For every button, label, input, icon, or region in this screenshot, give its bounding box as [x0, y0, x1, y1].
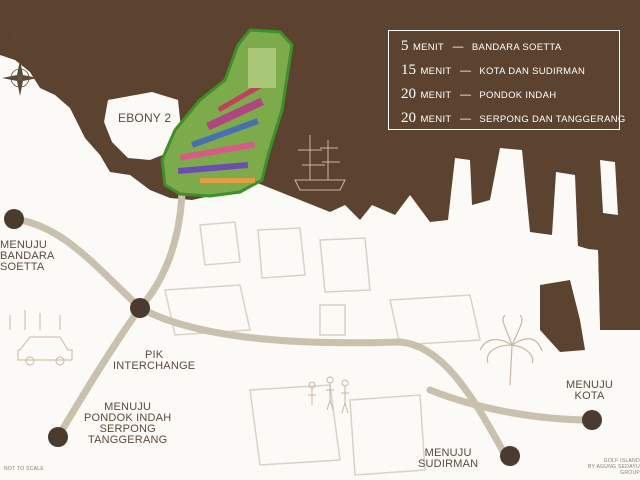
node-kota — [582, 410, 602, 430]
label-pik-line: PIK — [144, 349, 164, 361]
palm-tree-icon — [479, 314, 543, 386]
road-east — [136, 304, 509, 459]
legend-destination: BANDARA SOETTA — [471, 42, 562, 53]
label-pondok: MENUJU PONDOK INDAH SERPONG TANGGERANG — [84, 402, 171, 446]
legend-minutes: 20 — [401, 110, 416, 126]
label-top-left: K 2 — [0, 29, 18, 41]
route-nodes — [4, 209, 602, 466]
label-pik-line: INTERCHANGE — [113, 360, 196, 372]
credit-line: BY AGUNG SEDAYU GROUP — [587, 464, 640, 476]
label-pondok-line: TANGGERANG — [87, 434, 168, 446]
car-illustration-icon — [9, 310, 73, 366]
label-sudirman-line: SUDIRMAN — [418, 458, 479, 470]
label-ebony: EBONY 2 — [118, 111, 172, 125]
legend-unit: MENIT — [420, 114, 452, 125]
legend-destination: KOTA DAN SUDIRMAN — [479, 66, 586, 77]
legend-minutes: 5 — [401, 38, 409, 54]
node-sudirman — [500, 446, 520, 466]
city-blocks — [164, 221, 481, 476]
label-pondok-line: SERPONG — [99, 423, 156, 435]
legend-dash: — — [452, 41, 464, 53]
label-kota: MENUJU KOTA — [566, 380, 613, 402]
node-soetta — [4, 209, 24, 229]
legend-row: 5 MENIT — BANDARA SOETTA — [401, 37, 561, 55]
not-to-scale-note: NOT TO SCALE — [4, 466, 45, 472]
legend-row: 20 MENIT — PONDOK INDAH — [401, 85, 556, 103]
label-sudirman: MENUJU SUDIRMAN — [418, 448, 478, 470]
label-kota-line: MENUJU — [566, 379, 614, 391]
legend-row: 20 MENIT — SERPONG DAN TANGGERANG — [401, 109, 626, 127]
reservoir — [540, 280, 585, 352]
land-block — [600, 160, 618, 215]
road-island — [136, 188, 186, 312]
legend-unit: MENIT — [420, 66, 452, 77]
ebony-island — [104, 92, 182, 160]
legend-unit: MENIT — [412, 42, 445, 53]
label-soetta-line: SOETTA — [0, 261, 45, 273]
road-kota — [426, 386, 596, 424]
island-plots — [177, 48, 276, 183]
legend-destination: PONDOK INDAH — [479, 90, 557, 101]
road-soetta — [10, 215, 144, 312]
legend-dash: — — [459, 65, 471, 77]
ship-illustration-icon — [294, 135, 346, 191]
legend-minutes: 20 — [401, 86, 416, 102]
label-pondok-line: PONDOK INDAH — [84, 412, 172, 424]
node-pondok — [48, 427, 68, 447]
legend-row: 15 MENIT — KOTA DAN SUDIRMAN — [401, 61, 585, 79]
legend-destination: SERPONG DAN TANGGERANG — [479, 114, 626, 125]
node-pik-interchange — [130, 298, 150, 318]
travel-time-legend: 5 MENIT — BANDARA SOETTA 15 MENIT — KOTA… — [388, 30, 625, 130]
label-soetta-line: BANDARA — [0, 250, 55, 262]
credit-note: GOLF ISLAND BY AGUNG SEDAYU GROUP — [568, 458, 640, 476]
legend-minutes: 15 — [401, 62, 416, 78]
legend-unit: MENIT — [420, 90, 452, 101]
label-pondok-line: MENUJU — [104, 401, 152, 413]
legend-dash: — — [459, 89, 471, 101]
credit-line: GOLF ISLAND — [603, 458, 640, 464]
land-block — [505, 152, 525, 232]
legend-dash: — — [459, 113, 471, 125]
label-sudirman-line: MENUJU — [424, 447, 472, 459]
label-soetta: MENUJU BANDARA SOETTA — [0, 240, 55, 273]
compass-rose-icon — [2, 60, 38, 96]
label-soetta-line: MENUJU — [0, 239, 48, 251]
label-pik: PIK INTERCHANGE — [113, 350, 195, 372]
land-block — [0, 140, 60, 205]
label-kota-line: KOTA — [574, 390, 605, 402]
road-pondok — [54, 304, 144, 441]
road-network — [10, 188, 596, 459]
land-block — [560, 175, 640, 480]
people-illustration-icon — [308, 376, 349, 414]
